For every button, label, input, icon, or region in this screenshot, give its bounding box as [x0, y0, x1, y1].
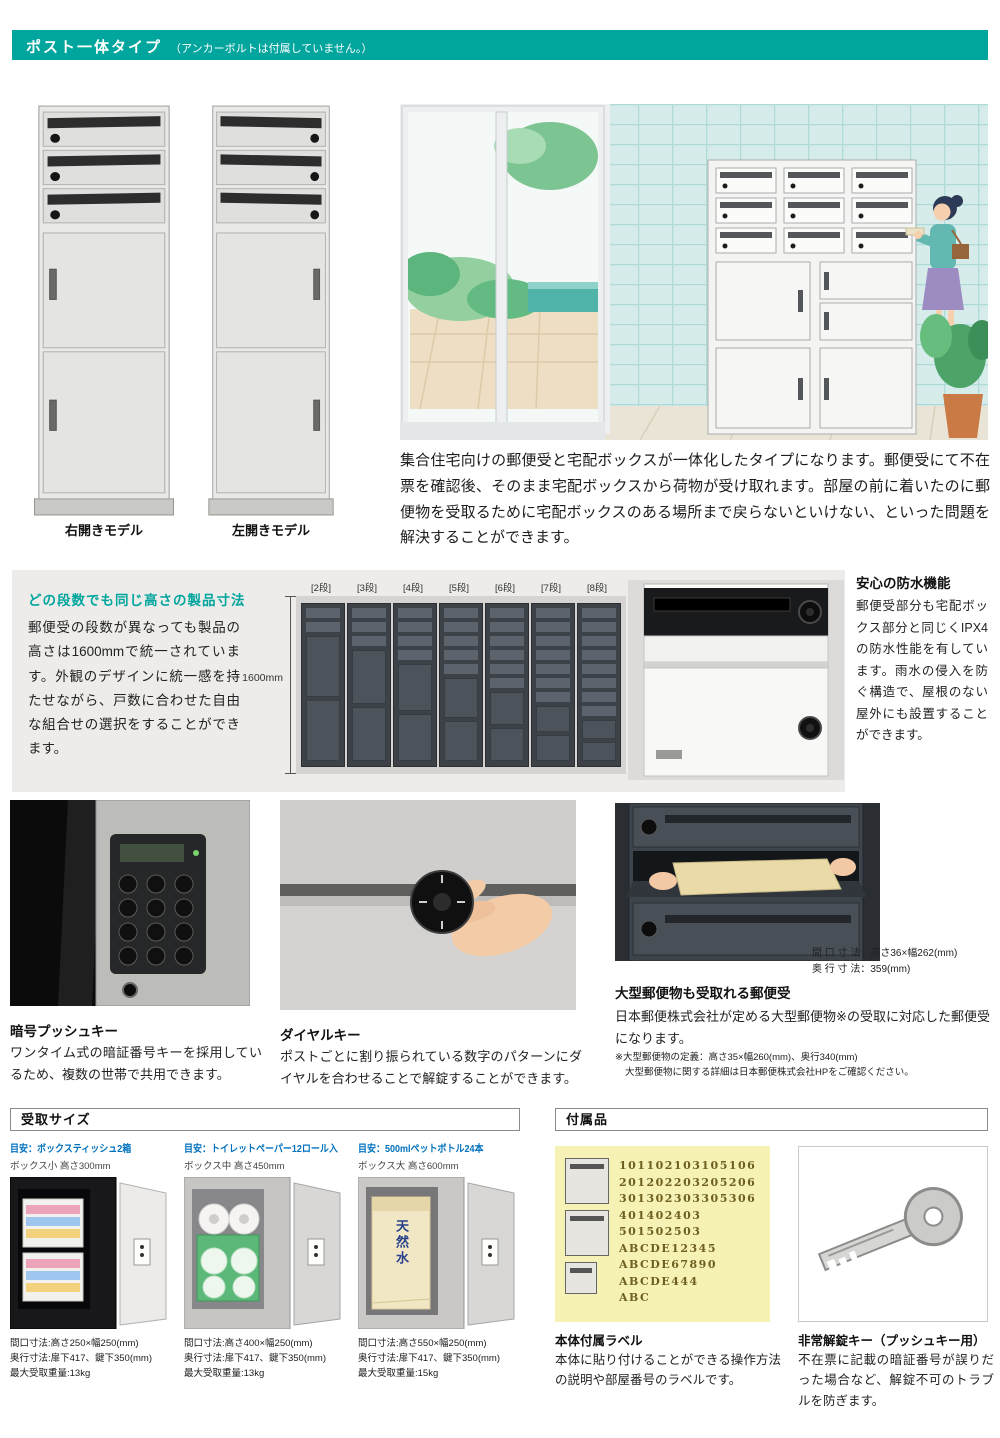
large-mail-photo	[615, 803, 880, 961]
section-header: ポスト一体タイプ （アンカーボルトは付属していません。）	[12, 30, 988, 60]
label-numbers: 101102103105106 201202203205206 30130230…	[609, 1158, 760, 1310]
label-number-row: 301302303305306	[619, 1192, 757, 1205]
label-number-row: ABC	[619, 1291, 651, 1304]
height-dimension: 1600mm	[242, 596, 296, 774]
uniform-height-body: 郵便受の段数が異なっても製品の高さは1600mmで統一されています。外観のデザイ…	[28, 620, 240, 757]
spec-line: 奥行寸法:扉下417、鍵下350(mm)	[10, 1353, 152, 1365]
dial-key-heading: ダイヤルキー	[280, 1028, 361, 1043]
specs-small: 間口寸法:高さ250×幅250(mm) 奥行寸法:扉下417、鍵下350(mm)…	[10, 1336, 178, 1382]
cabinet-7dan	[531, 603, 575, 767]
dial-key-photo	[280, 800, 576, 1010]
push-key-photo	[10, 800, 250, 1006]
large-mail-notes: ※大型郵便物の定義：高さ35×幅260(mm)、奥行340(mm) 大型郵便物に…	[615, 1050, 990, 1080]
cabinet-3dan	[347, 603, 391, 767]
spec-line: 最大受取重量:13kg	[184, 1368, 265, 1380]
receive-size-item-medium: 目安：トイレットペーパー12ロール入 ボックス中 高さ450mm 間口寸法:高さ…	[184, 1140, 352, 1382]
height-dimension-label: 1600mm	[242, 672, 283, 684]
spec-line: 間口寸法:高さ250×幅250(mm)	[10, 1338, 139, 1349]
label-number-row: 101102103105106	[619, 1159, 757, 1172]
waterproof-body: 郵便受部分も宅配ボックス部分と同じくIPX4の防水性能を有しています。雨水の侵入…	[856, 599, 988, 742]
right-open-model-photo	[33, 105, 175, 516]
guide-heading-small: 目安：ボックスティッシュ2箱	[10, 1144, 132, 1155]
guide-heading-large: 目安：500mlペットボトル24本	[358, 1144, 484, 1155]
label-number-row: 401402403	[619, 1208, 702, 1222]
tier-label: [4段]	[402, 583, 424, 594]
spec-line: 間口寸法:高さ550×幅250(mm)	[358, 1338, 487, 1349]
tier-label: [5段]	[448, 583, 470, 594]
emergency-key-heading: 非常解錠キー（プッシュキー用）	[798, 1334, 986, 1348]
label-number-row: 501502503	[619, 1225, 702, 1238]
push-key-heading: 暗号プッシュキー	[10, 1024, 118, 1039]
label-number-row: ABCDE12345	[619, 1241, 717, 1255]
waterproof-unit-photo	[628, 580, 844, 780]
spec-line: 最大受取重量:15kg	[358, 1368, 439, 1380]
guide-heading-medium: 目安：トイレットペーパー12ロール入	[184, 1144, 338, 1155]
tier-label: [8段]	[586, 583, 608, 594]
tissue-box-photo	[10, 1177, 178, 1329]
left-model-label: 左開きモデル	[231, 523, 310, 538]
spec-line: 奥行寸法:扉下417、鍵下350(mm)	[184, 1353, 326, 1365]
label-number-row: ABCDE67890	[619, 1258, 717, 1271]
box-size-medium: ボックス中 高さ450mm	[184, 1161, 285, 1172]
cabinet-4dan	[393, 603, 437, 767]
large-mail-body: 日本郵便株式会社が定める大型郵便物※の受取に対応した郵便受になります。	[615, 1009, 990, 1046]
toilet-paper-photo	[184, 1177, 352, 1329]
spec-line: 間口寸法:高さ400×幅250(mm)	[184, 1338, 313, 1349]
intro-text: 集合住宅向けの郵便受と宅配ボックスが一体化したタイプになります。郵便受にて不在票…	[400, 452, 990, 547]
emergency-key-body: 不在票に記載の暗証番号が誤りだった場合など、解錠不可のトラブルを防ぎます。	[798, 1353, 994, 1408]
tier-label: [3段]	[356, 583, 378, 594]
specs-large: 間口寸法:高さ550×幅250(mm) 奥行寸法:扉下417、鍵下350(mm)…	[358, 1336, 526, 1382]
push-key-body: ワンタイム式の暗証番号キーを採用しているため、複数の世帯で共用できます。	[10, 1045, 262, 1082]
label-sheet-heading: 本体付属ラベル	[555, 1334, 643, 1348]
tier-label: [6段]	[494, 583, 516, 594]
bottle-box-photo: 天然水	[358, 1177, 526, 1329]
tier-label: [7段]	[540, 583, 562, 594]
page-title: ポスト一体タイプ	[26, 39, 163, 56]
cabinet-5dan	[439, 603, 483, 767]
cabinet-2dan	[301, 603, 345, 767]
cabinet-6dan	[485, 603, 529, 767]
large-mail-dimensions: 間 口 寸 法：高さ36×幅262(mm) 奥 行 寸 法：359(mm)	[812, 946, 957, 978]
label-sheet-icons	[565, 1158, 609, 1310]
note-line-1: ※大型郵便物の定義：高さ35×幅260(mm)、奥行340(mm)	[615, 1052, 858, 1063]
waterproof-heading: 安心の防水機能	[856, 576, 951, 591]
note-line-2: 大型郵便物に関する詳細は日本郵便株式会社HPをご確認ください。	[625, 1067, 914, 1079]
entrance-illustration	[400, 104, 988, 440]
dimension-line-2: 奥 行 寸 法：359(mm)	[812, 964, 911, 975]
label-number-row: ABCDE444	[619, 1274, 699, 1288]
uniform-height-heading: どの段数でも同じ高さの製品寸法	[28, 593, 246, 608]
cabinet-8dan	[577, 603, 621, 767]
emergency-key-photo	[798, 1146, 988, 1322]
receive-size-title: 受取サイズ	[10, 1108, 520, 1131]
left-open-model-photo	[208, 105, 334, 516]
tier-labels: [2段] [3段] [4段] [5段] [6段] [7段] [8段]	[298, 580, 620, 594]
box-size-large: ボックス大 高さ600mm	[358, 1161, 459, 1172]
tier-lineup-photo: 1600mm	[242, 596, 626, 774]
label-sheet-body: 本体に貼り付けることができる操作方法の説明や部屋番号のラベルです。	[555, 1353, 781, 1388]
receive-size-item-small: 目安：ボックスティッシュ2箱 ボックス小 高さ300mm 間口寸法:高さ250×…	[10, 1140, 178, 1382]
spec-line: 最大受取重量:13kg	[10, 1368, 91, 1380]
large-mail-heading: 大型郵便物も受取れる郵便受	[615, 986, 791, 1001]
dimension-line-1: 間 口 寸 法：高さ36×幅262(mm)	[812, 948, 958, 959]
label-sheet-photo: 101102103105106 201202203205206 30130230…	[555, 1146, 770, 1322]
dial-key-body: ポストごとに割り振られている数字のパターンにダイヤルを合わせることで解錠すること…	[280, 1049, 582, 1086]
bottle-box-label: 天然水	[394, 1219, 409, 1267]
specs-medium: 間口寸法:高さ400×幅250(mm) 奥行寸法:扉下417、鍵下350(mm)…	[184, 1336, 352, 1382]
label-number-row: 201202203205206	[619, 1175, 757, 1189]
tier-label: [2段]	[310, 583, 332, 594]
receive-size-item-large: 目安：500mlペットボトル24本 ボックス大 高さ600mm 天然水 間口寸法…	[358, 1140, 526, 1382]
tier-cabinets	[296, 596, 626, 774]
accessories-title: 付属品	[555, 1108, 988, 1131]
right-model-label: 右開きモデル	[64, 523, 143, 538]
spec-line: 奥行寸法:扉下417、鍵下350(mm)	[358, 1353, 500, 1365]
box-size-small: ボックス小 高さ300mm	[10, 1161, 111, 1172]
dimension-line	[285, 596, 296, 774]
page-subtitle: （アンカーボルトは付属していません。）	[170, 43, 373, 55]
